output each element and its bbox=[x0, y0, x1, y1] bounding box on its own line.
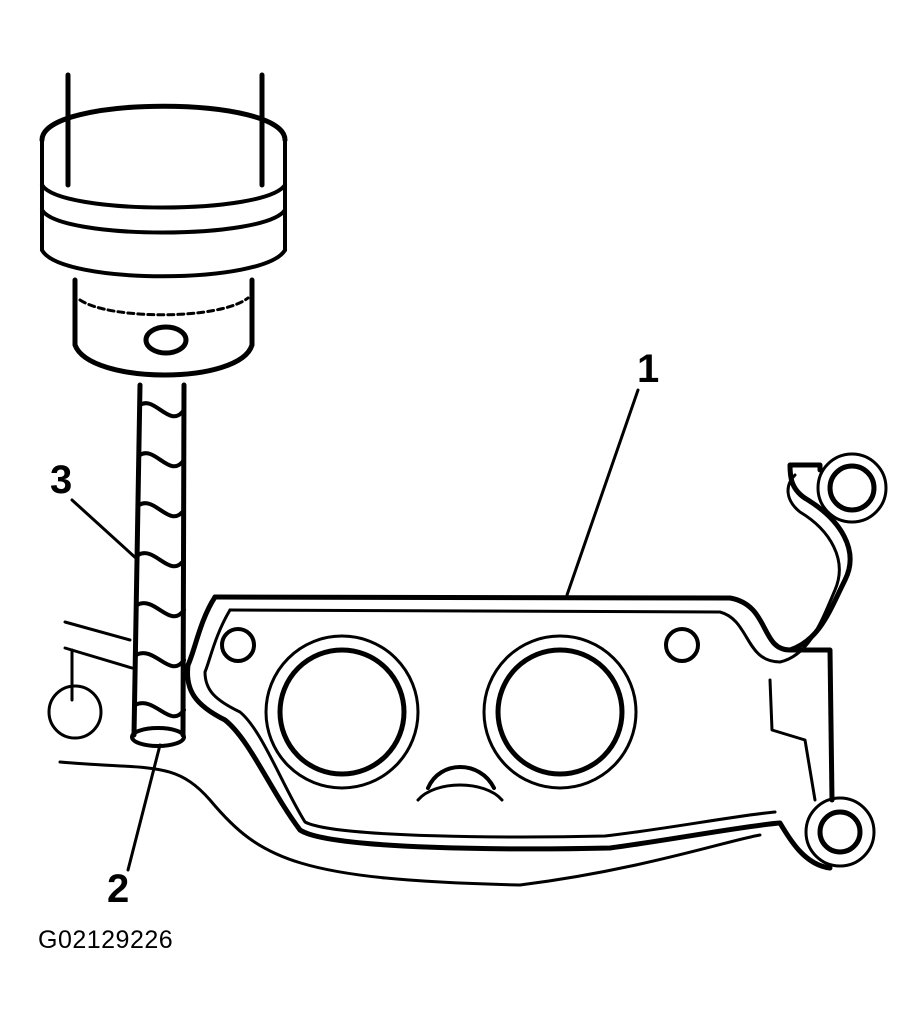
leader-line-3 bbox=[70, 498, 140, 562]
housing-surface bbox=[47, 620, 762, 887]
gasket-bolt-hole-right bbox=[664, 627, 700, 663]
callout-label-2: 2 bbox=[107, 867, 129, 911]
leader-line-1 bbox=[565, 388, 640, 597]
drilled-hole bbox=[130, 726, 186, 748]
drill-tool bbox=[39, 72, 288, 748]
gasket-port-right bbox=[495, 647, 625, 777]
gasket bbox=[184, 452, 888, 871]
gasket-bolt-hole-top bbox=[827, 463, 877, 513]
leader-line-2 bbox=[126, 743, 162, 872]
leader-lines bbox=[70, 388, 640, 872]
callout-label-1: 1 bbox=[637, 347, 659, 391]
drill-bit-flutes bbox=[133, 401, 186, 719]
chuck-key-hole bbox=[143, 324, 189, 356]
figure-id: G02129226 bbox=[38, 926, 174, 954]
callout-label-3: 3 bbox=[50, 458, 72, 502]
gasket-bolt-hole-bottom bbox=[817, 809, 863, 855]
gasket-bolt-hole-left bbox=[220, 627, 256, 663]
gasket-port-left bbox=[277, 647, 407, 777]
